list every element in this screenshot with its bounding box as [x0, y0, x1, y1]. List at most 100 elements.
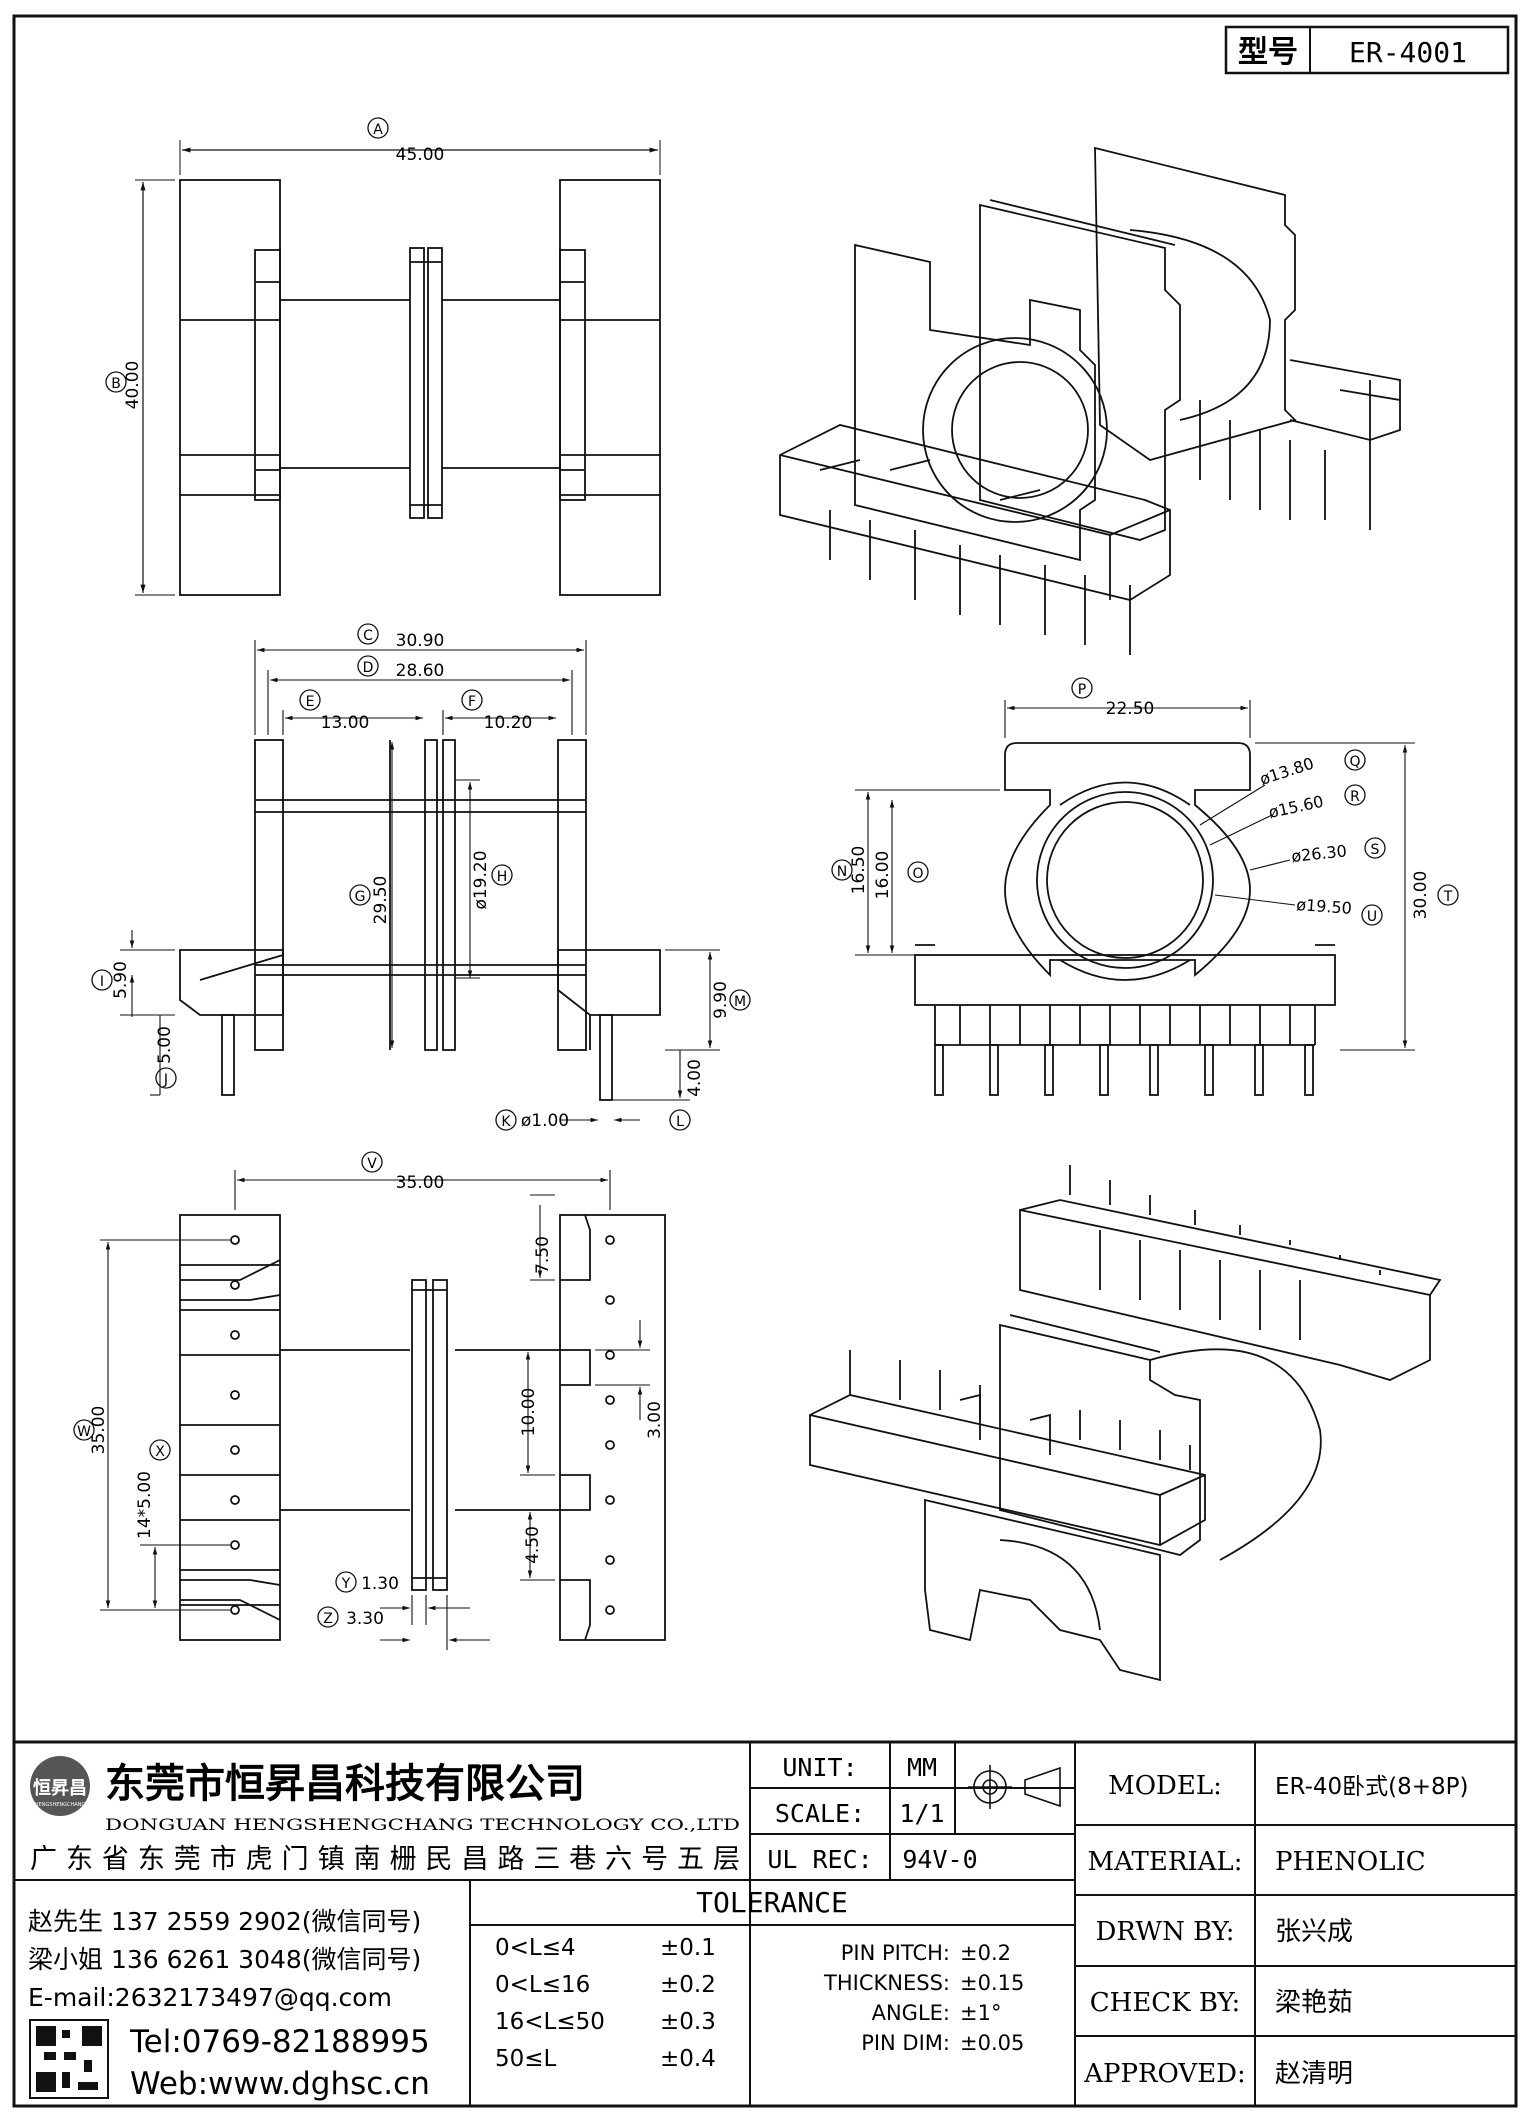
tolerance-title: TOLERANCE [696, 1886, 848, 1919]
tolerance-extra-label: PIN PITCH: [841, 1941, 950, 1965]
dim-value: 35.00 [89, 1406, 109, 1455]
dim-value: 40.00 [123, 361, 143, 410]
dim-id: E [306, 694, 315, 710]
dim-value: 28.60 [396, 661, 445, 681]
front-view [120, 640, 720, 1123]
drawn-label: DRWN BY: [1096, 1917, 1235, 1947]
dim-id: R [1350, 789, 1360, 805]
dim-value: 29.50 [371, 876, 391, 925]
contact-line: 梁小姐 136 6261 3048(微信同号) [28, 1945, 421, 1974]
side-view-labels: P 22.50 ø13.80 Q ø15.60 R ø26.30 S ø19.5… [831, 677, 1459, 926]
dim-id: H [497, 869, 508, 885]
dim-value: 13.00 [321, 713, 370, 733]
drawn-value: 张兴成 [1275, 1917, 1353, 1947]
dim-id: M [734, 994, 746, 1010]
tolerance-extra: PIN PITCH: ±0.2 THICKNESS: ±0.15 ANGLE: … [823, 1941, 1024, 2055]
tolerance-range: 50≤L [495, 2046, 557, 2072]
tolerance-range: 16<L≤50 [495, 2009, 605, 2035]
tolerance-range: 0<L≤4 [495, 1935, 576, 1961]
dim-value: 4.50 [523, 1526, 543, 1564]
dim-id: X [155, 1444, 165, 1460]
dim-value: 10.00 [519, 1388, 539, 1437]
side-view [855, 700, 1415, 1096]
part-number-box: 型号 ER-4001 [1224, 25, 1510, 75]
dim-value: ø19.20 [471, 850, 491, 909]
tolerance-range: 0<L≤16 [495, 1972, 590, 1998]
dim-id: F [468, 694, 476, 710]
dim-value: 3.00 [645, 1401, 665, 1439]
bottom-view-labels: V 35.00 W 35.00 X 14*5.00 Y 1.30 Z 3.30 … [73, 1151, 665, 1629]
company-web: Web:www.dghsc.cn [130, 2066, 430, 2102]
company-address: 广东省东莞市虎门镇南栅民昌路三巷六号五层 [30, 1844, 740, 1875]
dim-id: K [501, 1114, 511, 1130]
top-view-labels: A 45.00 B 40.00 [105, 117, 445, 410]
dim-value: 5.00 [155, 1026, 175, 1064]
projection-symbol [968, 1765, 1061, 1809]
tolerance-extra-value: ±1° [960, 2001, 1001, 2025]
dim-value: 16.00 [873, 851, 893, 900]
top-view [135, 140, 661, 596]
ulrec-label: UL REC: [767, 1845, 872, 1874]
tolerance-extra-label: THICKNESS: [823, 1971, 950, 1995]
bottom-view [100, 1170, 666, 1650]
svg-text:恒昇昌: 恒昇昌 [33, 1777, 87, 1799]
dim-id: Y [341, 1576, 351, 1592]
tolerance-extra-value: ±0.05 [960, 2031, 1024, 2055]
dim-value: 30.90 [396, 631, 445, 651]
tolerance-value: ±0.3 [660, 2009, 716, 2035]
company-tel: Tel:0769-82188995 [129, 2024, 430, 2060]
scale-label: SCALE: [775, 1799, 865, 1828]
tolerance-table: 0<L≤4 ±0.1 0<L≤16 ±0.2 16<L≤50 ±0.3 50≤L… [495, 1935, 716, 2072]
contact-line: 赵先生 137 2559 2902(微信同号) [28, 1907, 421, 1936]
unit-value: MM [907, 1753, 937, 1782]
dim-id: I [100, 974, 104, 990]
material-value: PHENOLIC [1275, 1847, 1426, 1877]
dim-value: 5.90 [111, 961, 131, 999]
dim-id: S [1371, 842, 1380, 858]
company-logo: 恒昇昌 HENGSHENGCHANG [30, 1756, 90, 1816]
tolerance-extra-label: PIN DIM: [861, 2031, 950, 2055]
check-label: CHECK BY: [1090, 1988, 1241, 2018]
company-name-cn: 东莞市恒昇昌科技有限公司 [105, 1761, 585, 1807]
svg-text:HENGSHENGCHANG: HENGSHENGCHANG [35, 1802, 86, 1808]
title-block [14, 1740, 1516, 2106]
dim-value: 35.00 [396, 1173, 445, 1193]
dim-id: T [1443, 889, 1453, 905]
dim-value: ø15.60 [1267, 792, 1325, 822]
dim-value: 4.00 [685, 1059, 705, 1097]
company-name-en: DONGUAN HENGSHENGCHANG TECHNOLOGY CO.,LT… [105, 1815, 740, 1834]
material-label: MATERIAL: [1088, 1847, 1243, 1877]
tolerance-extra-value: ±0.15 [960, 1971, 1024, 1995]
tolerance-value: ±0.4 [660, 2046, 716, 2072]
dim-value: ø26.30 [1290, 841, 1347, 866]
dim-value: 45.00 [396, 145, 445, 165]
dim-id: B [111, 376, 121, 392]
dim-value: 10.20 [484, 713, 533, 733]
tolerance-extra-label: ANGLE: [872, 2001, 950, 2025]
tolerance-value: ±0.1 [660, 1935, 716, 1961]
dim-id: L [676, 1114, 684, 1130]
approved-value: 赵清明 [1275, 2059, 1353, 2089]
dim-value: ø19.50 [1296, 895, 1353, 918]
scale-value: 1/1 [899, 1799, 944, 1828]
dim-value: ø1.00 [521, 1111, 569, 1131]
contact-email: E-mail:2632173497@qq.com [28, 1983, 392, 2012]
dim-value: 9.90 [711, 981, 731, 1019]
dim-id: V [367, 1156, 377, 1172]
part-number-label: 型号 [1238, 35, 1298, 70]
dim-value: 14*5.00 [135, 1471, 155, 1539]
qr-code [29, 2019, 109, 2099]
dim-value: 7.50 [533, 1236, 553, 1274]
info-column: MODEL: ER-40卧式(8+8P) MATERIAL: PHENOLIC … [1083, 1771, 1468, 2089]
tolerance-extra-value: ±0.2 [960, 1941, 1011, 1965]
model-value: ER-40卧式(8+8P) [1275, 1774, 1469, 1800]
dim-value: 1.30 [361, 1574, 399, 1594]
dim-id: D [363, 660, 374, 676]
sheet-border [12, 14, 1518, 2108]
dim-id: N [837, 864, 847, 880]
dim-id: Z [323, 1611, 333, 1627]
approved-label: APPROVED: [1083, 2059, 1246, 2089]
dim-value: 3.30 [346, 1609, 384, 1629]
dim-id: G [355, 889, 366, 905]
